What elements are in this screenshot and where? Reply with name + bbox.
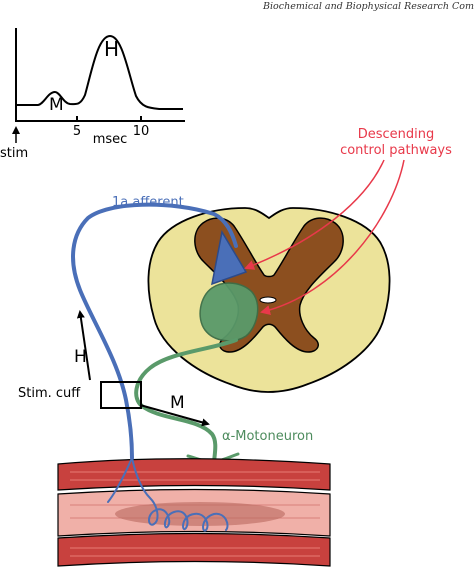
- muscle-fiber-bottom: [57, 532, 331, 567]
- descending-arrow-to-afferent: [244, 159, 385, 270]
- muscle: [57, 458, 331, 567]
- stim-cuff-label: Stim. cuff: [18, 386, 81, 401]
- tick-label-5: 5: [73, 124, 81, 139]
- emg-waveform: [16, 34, 183, 110]
- muscle-fiber-top: [57, 458, 331, 491]
- motoneuron-soma: [199, 282, 259, 342]
- axis-unit-label: msec: [93, 132, 128, 147]
- descending-label-line1: Descending: [358, 127, 435, 142]
- h-wave-arrow: [76, 310, 91, 381]
- h-wave-label: H: [74, 347, 87, 367]
- afferent-terminal: [211, 229, 248, 286]
- motoneuron-label: α-Motoneuron: [222, 429, 313, 444]
- peak-h-label: H: [104, 37, 119, 61]
- stim-cuff-box: [100, 381, 142, 409]
- descending-arrow-to-motoneuron: [260, 159, 405, 315]
- m-wave-arrow: [139, 404, 210, 427]
- descending-label-line2: control pathways: [340, 143, 452, 158]
- m-wave-label: M: [170, 393, 185, 413]
- stim-label: stim: [0, 146, 28, 161]
- spinal-cord: [147, 207, 391, 393]
- afferent-label: 1a afferent: [112, 195, 184, 210]
- central-canal: [259, 296, 277, 304]
- spindle-coils: [107, 457, 229, 532]
- tick-label-10: 10: [133, 124, 150, 139]
- afferent-fiber: [71, 202, 238, 460]
- emg-trace-panel: M H 5 10 msec stim: [0, 28, 185, 161]
- muscle-striations: [70, 471, 320, 557]
- journal-header: Biochemical and Biophysical Research Com: [262, 1, 474, 12]
- afferent-pathway: [71, 202, 248, 532]
- peak-m-label: M: [49, 95, 64, 115]
